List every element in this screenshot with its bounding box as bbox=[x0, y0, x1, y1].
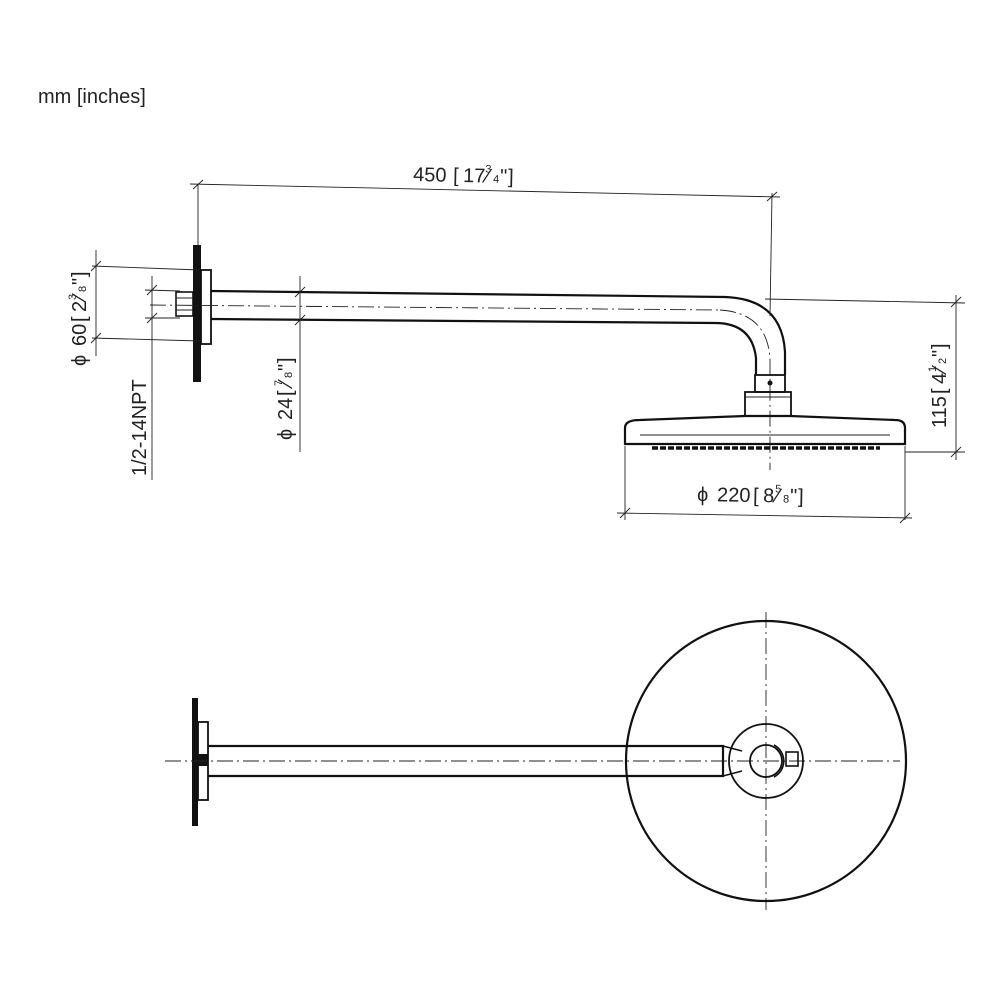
head-diameter-inch-mark: " bbox=[790, 486, 797, 508]
top-wall-flange bbox=[192, 698, 198, 826]
pipe-diameter-inch-mark: " bbox=[275, 364, 297, 371]
pipe-diameter-in-num: 7 bbox=[273, 380, 285, 386]
top-shower-arm bbox=[208, 744, 725, 778]
drop-height-in-den: 2 bbox=[937, 358, 949, 364]
dim-arm-length: 450 [ 17 3 ⁄ 4 " ] bbox=[413, 164, 514, 189]
ball-joint bbox=[744, 391, 792, 417]
head-diameter-in-whole: 8 bbox=[763, 485, 775, 507]
flange-diameter-mm: 60 bbox=[69, 324, 91, 346]
shower-head-side bbox=[623, 414, 907, 446]
svg-text:⁄: ⁄ bbox=[929, 365, 951, 376]
side-view bbox=[149, 245, 907, 470]
head-diameter-mm: 220 bbox=[717, 484, 751, 507]
dim-flange-diameter: ϕ 60 [ 2 3 ⁄ 8 " ] bbox=[67, 271, 91, 366]
head-diameter-in-num: 5 bbox=[775, 483, 781, 495]
shower-arm-top bbox=[210, 289, 787, 375]
pipe-diameter-in-den: 8 bbox=[283, 372, 295, 378]
flange-diameter-in-num: 3 bbox=[67, 294, 79, 300]
svg-text:[: [ bbox=[929, 388, 951, 394]
flange-diameter-in-whole: 2 bbox=[69, 301, 91, 312]
pipe-diameter-mm: 24 bbox=[275, 398, 297, 420]
arm-length-in-num: 3 bbox=[485, 164, 491, 176]
top-connector-outer bbox=[728, 723, 804, 799]
arm-length-in-whole: 17 bbox=[463, 165, 486, 187]
svg-text:]: ] bbox=[69, 271, 91, 277]
svg-text:]: ] bbox=[798, 486, 804, 508]
svg-text:⁄: ⁄ bbox=[771, 485, 782, 507]
svg-text:[: [ bbox=[753, 485, 759, 507]
dim-pipe-diameter: ϕ 24 [ 7 ⁄ 8 " ] bbox=[273, 357, 297, 440]
svg-text:⁄: ⁄ bbox=[69, 293, 91, 304]
svg-text:]: ] bbox=[929, 343, 951, 349]
arm-length-in-den: 4 bbox=[493, 174, 499, 186]
arm-length-inch-mark: " bbox=[500, 166, 508, 188]
flange-diameter-symbol: ϕ bbox=[69, 355, 91, 366]
head-diameter-in-den: 8 bbox=[783, 494, 789, 506]
svg-text:[: [ bbox=[69, 316, 91, 322]
top-connector-inner bbox=[749, 744, 783, 778]
head-diameter-symbol: ϕ bbox=[697, 484, 709, 506]
dimension-lines bbox=[90, 179, 966, 524]
drop-height-in-whole: 4 bbox=[929, 373, 951, 384]
svg-text:]: ] bbox=[275, 357, 297, 363]
top-view bbox=[165, 612, 908, 910]
thread-nipple bbox=[175, 291, 194, 317]
svg-text:⁄: ⁄ bbox=[275, 379, 297, 390]
pipe-diameter-symbol: ϕ bbox=[275, 429, 297, 440]
svg-text:]: ] bbox=[508, 166, 514, 188]
svg-text:[: [ bbox=[275, 390, 297, 396]
svg-text:[: [ bbox=[453, 165, 459, 187]
thread-label: 1/2-14NPT bbox=[129, 379, 151, 476]
drop-height-inch-mark: " bbox=[929, 350, 951, 357]
dim-head-diameter: ϕ 220 [ 8 5 ⁄ 8 " ] bbox=[697, 483, 804, 508]
wall-flange bbox=[193, 245, 201, 382]
flange-diameter-inch-mark: " bbox=[69, 278, 91, 285]
drop-height-in-num: 1 bbox=[927, 366, 939, 372]
arm-length-mm: 450 bbox=[413, 164, 447, 187]
drop-height-mm: 115 bbox=[929, 396, 951, 428]
svg-text:⁄: ⁄ bbox=[481, 165, 492, 187]
dim-thread: 1/2-14NPT bbox=[129, 379, 151, 476]
dim-drop-height: 115 [ 4 1 ⁄ 2 " ] bbox=[927, 343, 951, 428]
top-shower-head bbox=[624, 619, 908, 903]
units-label: mm [inches] bbox=[38, 86, 146, 108]
flange-rosette bbox=[200, 269, 212, 345]
flange-diameter-in-den: 8 bbox=[77, 286, 89, 292]
shower-arm-bottom bbox=[210, 317, 758, 375]
